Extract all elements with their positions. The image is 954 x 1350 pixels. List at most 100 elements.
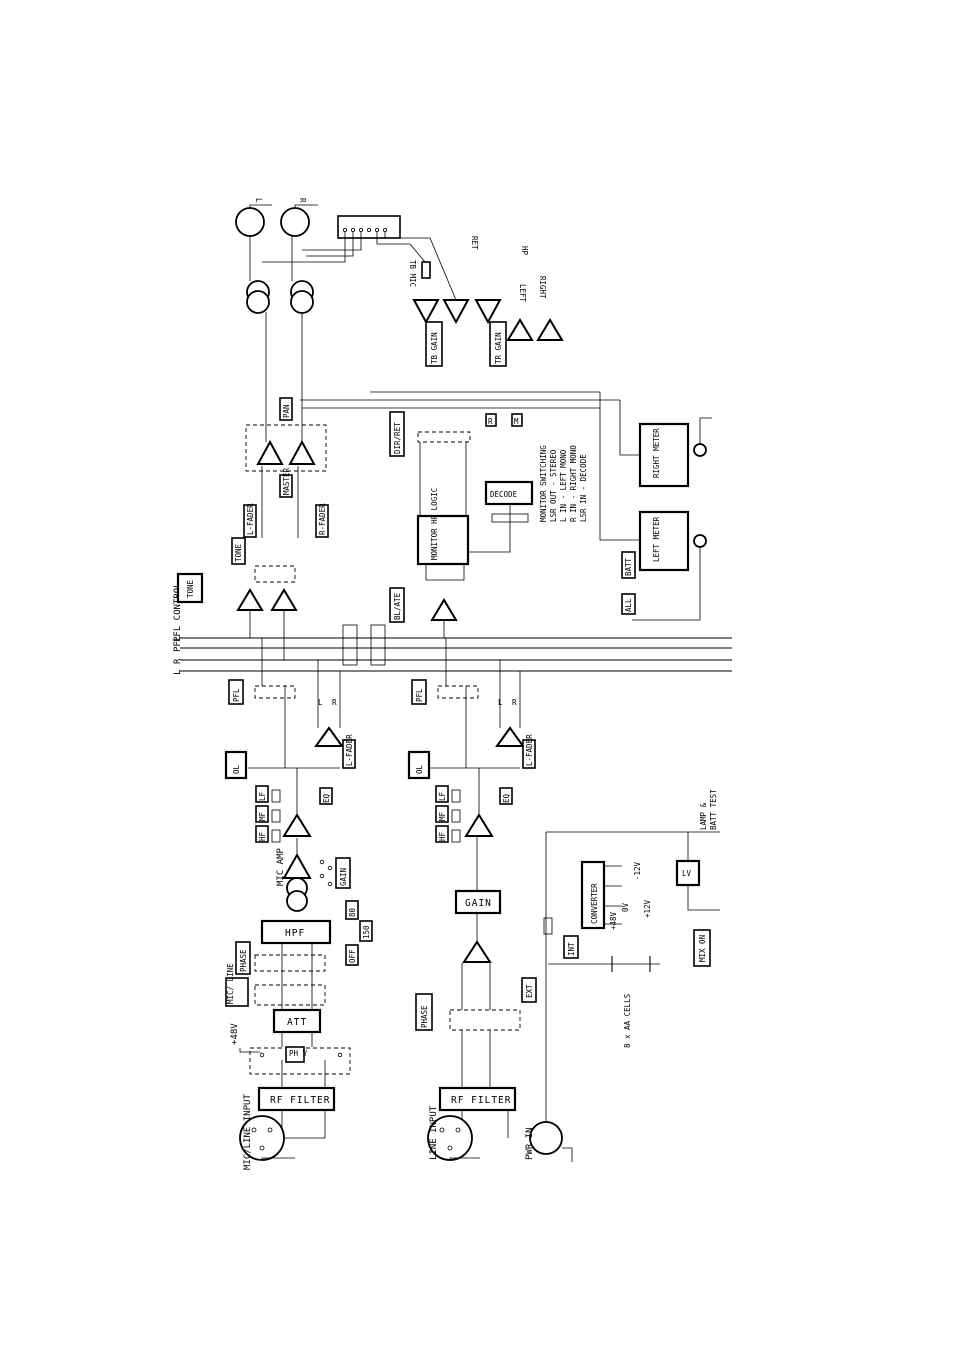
lf-switch-2[interactable] [435,785,449,803]
output-xlr-l [235,207,265,237]
decode-block [484,480,534,506]
pfl-switch-2[interactable] [411,679,427,705]
eq-label-2: EQ [502,793,511,803]
lf-switch-1[interactable] [255,785,269,803]
monitor-switching-line-3: R IN - RIGHT MONO [569,445,578,522]
hpf-block [260,919,332,945]
ret-label: RET [470,236,479,250]
hpf-150-switch[interactable] [359,920,373,942]
converter-label: CONVERTER [590,883,599,924]
hp-r-label: R [488,417,493,426]
l-fader-master-label: L-FADER [246,503,255,535]
hp-label: HP [520,246,529,256]
batt-label: BATT [624,557,633,576]
hf-switch-2[interactable] [435,825,449,843]
pfl-label-2: PFL [415,688,424,702]
hp-m-switch[interactable] [511,413,523,427]
int-label: INT [567,942,576,956]
tb-amp [412,299,440,325]
output-l-label: L [254,198,263,203]
pfl-switch-1[interactable] [228,679,244,705]
dir-ret-switch[interactable] [389,411,405,457]
gain-switch-1[interactable] [335,857,351,889]
hf-switch-1[interactable] [255,825,269,843]
master-section: TONE TONE L-FADER R-FADER MASTER PAN L R [176,198,712,666]
mix-on-switch[interactable] [693,929,711,967]
bl-ate-label: BL/ATE [393,592,402,620]
output-transformer-l-b [246,290,270,314]
mf-label-2: MF [438,811,447,821]
hpf-80-switch[interactable] [345,900,359,920]
tone-block [176,572,204,604]
tr-amp [474,299,502,325]
master-amp-l [236,588,264,611]
gain-switch-1-label: GAIN [339,868,348,886]
right-out-label: RIGHT [538,276,547,299]
ext-switch-label-box[interactable] [521,977,537,1003]
phase-switch-1[interactable] [235,941,251,975]
monitor-logic-label: MONITOR HP LOGIC [430,488,439,560]
lv-label: LV [682,869,692,878]
hp-m-label: M [514,417,519,426]
aux-amp-1 [314,726,344,747]
hpf-80-label: 80 [348,907,357,917]
monitor-switching-line-4: LSR IN - DECODE [579,454,588,522]
l-fader-1[interactable] [342,739,356,769]
aux-amp-2 [495,726,525,747]
mic-line-switch[interactable] [225,977,249,1007]
eq-switch-1[interactable] [319,787,333,805]
batt-switch[interactable] [621,551,636,579]
master-switch[interactable] [279,474,293,498]
cells-label: 8 x AA CELLS [623,993,632,1048]
eq-amp-1 [282,813,312,837]
tr-gain-label: TR GAIN [494,332,503,364]
all-switch[interactable] [621,593,636,615]
dir-ret-label: DIR/RET [393,422,402,454]
mic-amp-label: MIC AMP [276,847,286,886]
right-meter-block [638,422,690,488]
l-fader-2[interactable] [522,739,536,769]
rf-filter-block-2 [438,1086,517,1112]
decode-label: DECODE [490,490,518,499]
int-switch[interactable] [563,935,579,959]
line-amp-2 [462,940,492,963]
rf-filter-label-1: RF FILTER [270,1095,330,1106]
bus-label-r: R [173,658,183,664]
monitor-switching-line-1: LSR OUT - STEREO [549,449,558,522]
rf-filter-label-2: RF FILTER [451,1095,511,1106]
pan-l-label-1: L [318,698,323,707]
tone-switch[interactable] [231,537,246,565]
att-block [272,1008,322,1034]
mf-switch-1[interactable] [255,805,269,823]
rf-filter-block-1 [257,1086,336,1112]
tr-gain-control[interactable] [489,321,507,367]
left-meter-block [638,510,690,572]
hpf-off-switch[interactable] [345,944,359,966]
right-meter-lamp [693,443,707,457]
phantom-switch[interactable] [285,1046,305,1063]
pfl-monitor-amp [430,598,458,621]
mic-amp-transformer-b [286,890,308,912]
tb-mic-label: TB MIC [408,260,417,287]
mf-switch-2[interactable] [435,805,449,823]
left-meter-lamp [693,534,707,548]
gain-block-2 [454,889,502,915]
right-meter-label: RIGHT METER [652,428,661,478]
multipin-connector [337,215,401,239]
bl-ate-switch[interactable] [389,587,405,623]
phase-switch-2[interactable] [415,993,433,1031]
pan-switch-label: PAN [282,404,291,418]
monitor-switching-legend: MONITOR SWITCHING LSR OUT - STEREO L IN … [539,445,588,522]
bus-label-pfl: PFL [173,636,183,652]
l-fader-master[interactable] [243,504,257,538]
r-fader-master[interactable] [315,504,329,538]
gain-label-2: GAIN [465,898,492,909]
hp-r-switch[interactable] [485,413,497,427]
hp-amp-l [506,318,534,341]
ol-label-1: OL [232,764,241,774]
monitor-hp-logic-block [416,514,470,566]
tb-gain-control[interactable] [425,321,443,367]
pan-switch[interactable] [279,397,293,421]
eq-switch-2[interactable] [499,787,513,805]
